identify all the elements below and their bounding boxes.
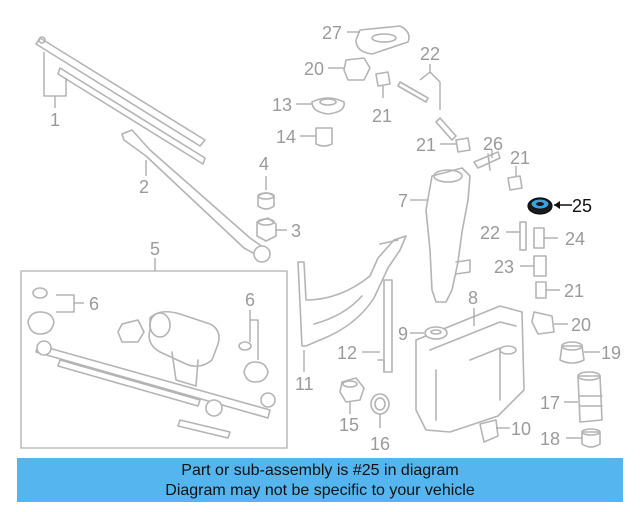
label-part-20b: 20: [571, 315, 591, 335]
washer-reservoir: [415, 305, 525, 433]
label-part-22a: 22: [420, 44, 440, 64]
label-part-6b: 6: [245, 290, 255, 310]
hose-22: [397, 81, 457, 141]
support-strip: [377, 279, 393, 373]
label-part-20a: 20: [304, 59, 324, 79]
label-part-17: 17: [540, 393, 560, 413]
grommet-19: [559, 341, 585, 364]
wiper-arm-nut: [256, 217, 277, 242]
label-part-12: 12: [337, 343, 357, 363]
wiper-blade: [35, 36, 206, 165]
label-part-19: 19: [601, 343, 621, 363]
seal-16: [370, 393, 390, 415]
connector-21a: [375, 71, 391, 87]
grommet-6b: [238, 341, 269, 383]
nut-cap: [257, 192, 275, 210]
washer-reservoir-neck: [425, 167, 471, 303]
label-part-23: 23: [494, 257, 514, 277]
info-banner: Part or sub-assembly is #25 in diagram D…: [17, 458, 623, 502]
label-part-14: 14: [276, 127, 296, 147]
label-part-9: 9: [398, 324, 408, 344]
filler-cap-9: [424, 326, 448, 340]
label-part-21b: 21: [416, 135, 436, 155]
pump-motor-15: [339, 377, 365, 403]
label-part-22b: 22: [480, 223, 500, 243]
washer-pump-17: [577, 371, 603, 423]
label-part-7: 7: [398, 191, 408, 211]
label-part-5: 5: [150, 239, 160, 259]
label-part-13: 13: [272, 95, 292, 115]
label-part-6a: 6: [89, 294, 99, 314]
connector-20b: [531, 311, 555, 335]
wiper-linkage: [35, 340, 276, 439]
cowl-bracket: [297, 235, 407, 347]
valve-23: [533, 255, 547, 277]
label-part-18: 18: [540, 429, 560, 449]
label-part-16: 16: [370, 434, 390, 454]
banner-line-disclaimer: Diagram may not be specific to your vehi…: [165, 482, 475, 499]
connector-24: [533, 227, 545, 249]
motor-grommet: [117, 319, 145, 343]
connector-20a: [343, 57, 371, 81]
mount-13: [311, 97, 345, 115]
grommet-18: [581, 428, 601, 448]
hose-22b: [519, 221, 527, 251]
label-part-21c: 21: [510, 148, 530, 168]
wiper-motor: [148, 310, 220, 387]
label-part-2: 2: [139, 177, 149, 197]
label-part-8: 8: [468, 288, 478, 308]
label-part-25: 25: [572, 196, 592, 216]
label-part-15: 15: [339, 415, 359, 435]
washer-nozzle-27: [355, 25, 410, 55]
label-part-27: 27: [322, 23, 342, 43]
strap-10: [479, 419, 499, 443]
clip-14: [315, 127, 333, 147]
grommet-6a: [27, 287, 55, 335]
label-part-3: 3: [291, 221, 301, 241]
label-part-4: 4: [259, 154, 269, 174]
wiper-arm: [121, 129, 271, 263]
label-part-21d: 21: [564, 281, 584, 301]
label-part-21a: 21: [372, 106, 392, 126]
label-part-24: 24: [565, 229, 585, 249]
banner-line-part-number: Part or sub-assembly is #25 in diagram: [181, 462, 459, 479]
label-part-10: 10: [511, 419, 531, 439]
label-part-11: 11: [295, 374, 314, 394]
tee-fitting-26: [473, 151, 501, 171]
label-part-26: 26: [483, 134, 503, 154]
grommet-25-highlighted: [527, 197, 553, 215]
connector-21c: [507, 175, 523, 191]
connector-21d: [535, 281, 547, 299]
label-part-1: 1: [50, 110, 60, 130]
connector-21b: [455, 137, 471, 153]
